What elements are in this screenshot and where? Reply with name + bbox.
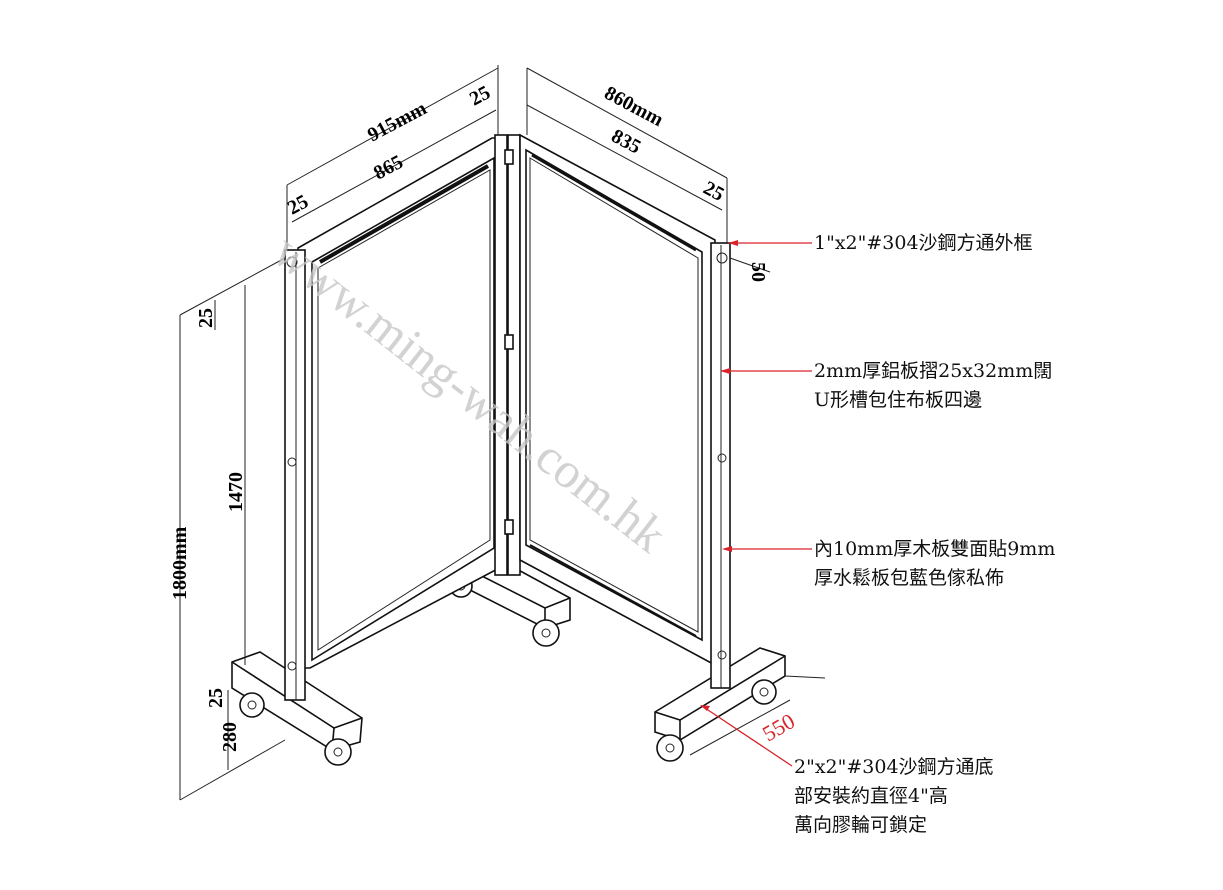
annotation-board: 內10mm厚木板雙面貼9mm 厚水鬆板包藍色傢私佈 <box>814 535 1055 593</box>
dim-left-25a: 25 <box>284 191 312 220</box>
dim-50: 50 <box>747 262 769 282</box>
dim-right-25: 25 <box>700 177 728 206</box>
dim-865: 865 <box>370 151 407 185</box>
dim-280: 280 <box>219 722 241 752</box>
annotation-line: 2mm厚鋁板摺25x32mm闊 <box>814 360 1053 382</box>
dim-top-25: 25 <box>195 308 217 328</box>
dim-1470: 1470 <box>225 472 247 512</box>
annotation-line: 厚水鬆板包藍色傢私佈 <box>814 567 1005 589</box>
annotation-line: 萬向膠輪可鎖定 <box>794 814 928 836</box>
annotation-aluminum-channel: 2mm厚鋁板摺25x32mm闊 U形槽包住布板四邊 <box>814 357 1052 415</box>
dim-1800: 1800mm <box>169 526 191 600</box>
hinge-posts <box>494 134 521 576</box>
leader-lines <box>700 240 812 767</box>
left-panel <box>284 137 506 701</box>
right-panel <box>519 133 731 689</box>
annotation-line: 內10mm厚木板雙面貼9mm <box>814 538 1056 560</box>
dim-left-25b: 25 <box>466 82 494 111</box>
annotation-line: 1"x2"#304沙鋼方通外框 <box>814 232 1033 254</box>
annotation-frame: 1"x2"#304沙鋼方通外框 <box>814 229 1033 258</box>
dim-860: 860mm <box>601 82 668 131</box>
annotation-line: 部安裝約直徑4"高 <box>794 785 948 807</box>
dimension-lines <box>179 65 826 801</box>
annotation-line: 2"x2"#304沙鋼方通底 <box>794 756 994 778</box>
base-left <box>231 651 363 751</box>
annotation-base: 2"x2"#304沙鋼方通底 部安裝約直徑4"高 萬向膠輪可鎖定 <box>794 753 994 840</box>
dim-bottom-25: 25 <box>205 688 227 708</box>
dim-915: 915mm <box>364 97 431 146</box>
annotation-line: U形槽包住布板四邊 <box>814 389 983 411</box>
